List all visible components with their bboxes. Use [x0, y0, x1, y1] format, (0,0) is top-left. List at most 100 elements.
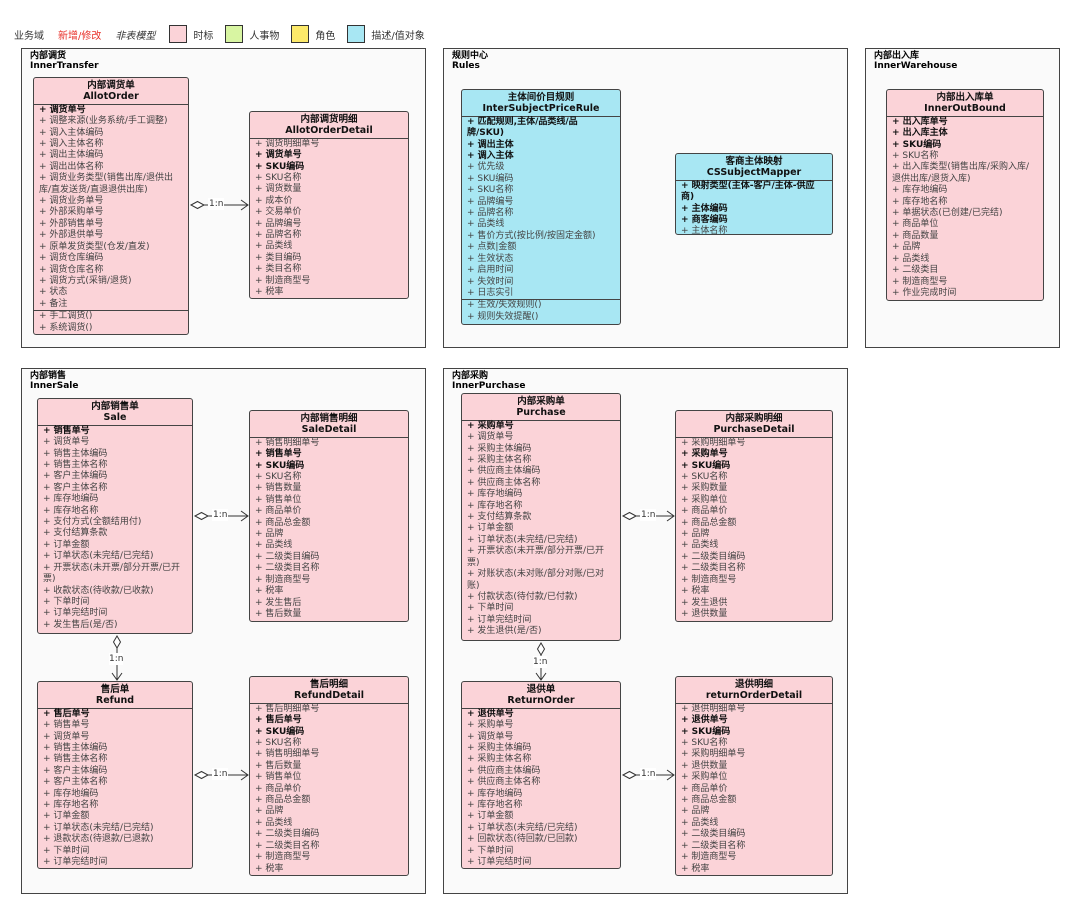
- attribute-row: + 销售单位: [255, 494, 302, 505]
- attribute-row: + 商品总金额: [255, 795, 311, 806]
- attribute-row: + 启用时间: [467, 265, 514, 276]
- attribute-row: + 售后单号: [255, 715, 302, 726]
- attribute-row: 退供出库/退货入库): [892, 173, 971, 184]
- class-name-en: returnOrderDetail: [705, 690, 803, 702]
- attribute-row: + 售后明细单号: [255, 703, 320, 714]
- class-name-cn: 退供单: [526, 684, 556, 695]
- package-title: 内部销售: [30, 371, 67, 381]
- attribute-row: + 客户主体名称: [43, 777, 108, 788]
- attribute-row: + 退供单号: [681, 715, 728, 726]
- attribute-row: + SKU名称: [255, 472, 302, 483]
- attribute-row: + 订单金额: [43, 539, 90, 550]
- attribute-row: + 发生售后: [255, 597, 302, 608]
- attribute-row: + 销售主体编码: [43, 448, 108, 459]
- legend-new-modified: 新增/修改: [58, 30, 102, 42]
- class-name-cn: 内部调货明细: [300, 114, 358, 125]
- attribute-row: + 付款状态(待付款/已付款): [467, 591, 578, 602]
- attribute-row: 库/直发送货/直退退供出库): [39, 184, 148, 195]
- attribute-row: + 调出主体编码: [39, 150, 104, 161]
- attribute-row: + 支付结算条款: [467, 512, 532, 523]
- attribute-row: + 税率: [681, 586, 710, 597]
- attribute-row: + 客户主体名称: [43, 482, 108, 493]
- attribute-row: + 品牌编号: [255, 218, 302, 229]
- class-name-cn: 售后单: [100, 684, 130, 695]
- attributes-section: + 映射类型(主体-客户/主体-供应商)+ 主体编码+ 商客编码+ 主体名称: [676, 179, 832, 235]
- attribute-row: + 售后单号: [43, 708, 90, 719]
- attribute-row: + 外部退供单号: [39, 230, 104, 241]
- attributes-section: + 采购明细单号+ 采购单号+ SKU编码+ SKU名称+ 采购数量+ 采购单位…: [676, 436, 832, 621]
- attribute-row: + SKU编码: [255, 161, 305, 172]
- package-title: 内部采购: [452, 371, 489, 381]
- class-name-en: ReturnOrder: [507, 695, 575, 707]
- attribute-row: + 调货单号: [467, 731, 514, 742]
- attribute-row: + 调货仓库编码: [39, 253, 104, 264]
- legend-ppt: 人事物: [225, 25, 279, 43]
- attribute-row: + 生效状态: [467, 253, 514, 264]
- multiplicity-label: 1:n: [212, 768, 229, 780]
- attribute-row: + 采购主体编码: [467, 443, 532, 454]
- attribute-row: + 订单完结时间: [43, 857, 108, 868]
- attribute-row: + 商品单价: [681, 506, 728, 517]
- attribute-row: + 调入主体编码: [39, 127, 104, 138]
- attribute-row: + 订单完结时间: [467, 857, 532, 868]
- legend-non-table: 非表模型: [115, 30, 156, 42]
- legend-description: 描述/值对象: [347, 25, 425, 43]
- attribute-row: + 品类线: [467, 219, 505, 230]
- attribute-row: + 品牌: [255, 529, 284, 540]
- attribute-row: + SKU编码: [892, 139, 942, 150]
- attributes-section: + 售后明细单号+ 售后单号+ SKU编码+ SKU名称+ 销售明细单号+ 售后…: [250, 702, 408, 875]
- attribute-row: + 订单金额: [467, 523, 514, 534]
- attribute-row: + 税率: [255, 287, 284, 298]
- attribute-row: + 调货单号: [467, 432, 514, 443]
- legend-role: 角色: [291, 25, 335, 43]
- attribute-row: + 下单时间: [43, 596, 90, 607]
- attribute-row: + 采购单号: [467, 420, 514, 431]
- attribute-row: + 发生退供(是/否): [467, 626, 542, 637]
- attribute-row: + 外部销售单号: [39, 218, 104, 229]
- attribute-row: + 匹配规则,主体/品类线/品: [467, 116, 578, 127]
- attribute-row: + 出入库主体: [892, 128, 948, 139]
- legend-swatch: [169, 25, 188, 43]
- attribute-row: + 税率: [255, 863, 284, 874]
- assoc-purchase-detail: 1:n: [621, 508, 675, 524]
- attribute-row: + 品类线: [255, 241, 293, 252]
- attribute-row: + 制造商型号: [681, 574, 737, 585]
- operations-section: + 手工调货()+ 系统调货(): [34, 310, 188, 334]
- attribute-row: + 品类线: [892, 253, 930, 264]
- attribute-row: + 主体名称: [681, 226, 728, 235]
- attribute-row: + 品牌: [255, 806, 284, 817]
- class-name-en: InnerOutBound: [924, 103, 1006, 115]
- attribute-row: + SKU编码: [255, 726, 305, 737]
- attribute-row: + SKU名称: [681, 738, 728, 749]
- attribute-row: + 客户主体编码: [43, 765, 108, 776]
- attribute-row: + 二级类目名称: [255, 840, 320, 851]
- attribute-row: + 采购主体名称: [467, 754, 532, 765]
- attribute-row: + 优先级: [467, 162, 505, 173]
- multiplicity-label: 1:n: [208, 198, 225, 210]
- attribute-row: + 调货单号: [43, 731, 90, 742]
- attribute-row: + SKU编码: [681, 460, 731, 471]
- attribute-row: + 订单完结时间: [43, 608, 108, 619]
- attribute-row: + 订单金额: [467, 811, 514, 822]
- attribute-row: + 下单时间: [43, 845, 90, 856]
- class-name-cn: 退供明细: [734, 679, 773, 690]
- attribute-row: + 库存地编码: [467, 489, 523, 500]
